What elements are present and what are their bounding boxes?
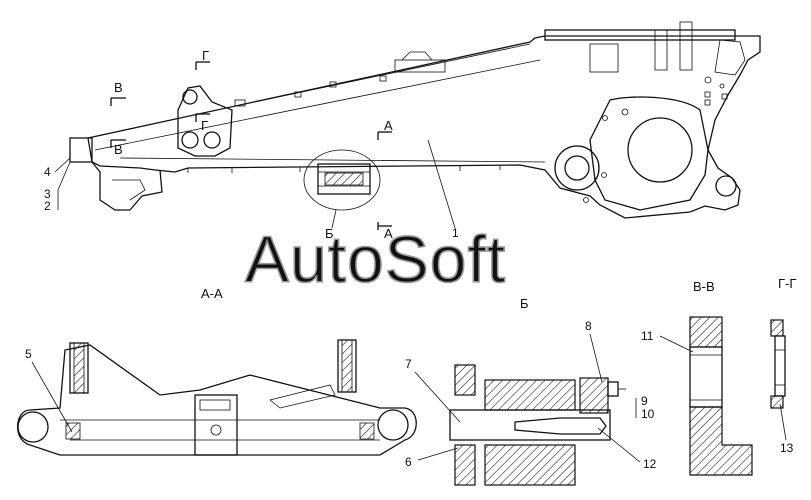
section-mark-v-bottom: В bbox=[114, 142, 123, 157]
section-gg-view: 13 bbox=[770, 319, 794, 455]
section-aa-view: 5 bbox=[16, 339, 417, 456]
section-mark-g-bottom: Г bbox=[201, 118, 208, 133]
section-mark-g-top: Г bbox=[202, 48, 209, 63]
callout-13: 13 bbox=[780, 441, 794, 455]
callout-12: 12 bbox=[643, 457, 657, 471]
callout-8: 8 bbox=[585, 319, 592, 333]
view-title-gg: Г-Г bbox=[778, 276, 796, 291]
callout-7: 7 bbox=[405, 357, 412, 371]
callout-10: 10 bbox=[641, 407, 655, 421]
watermark-text: AutoSoft bbox=[245, 222, 506, 296]
callout-9: 9 bbox=[641, 394, 648, 408]
section-mark-a-bottom: А bbox=[384, 226, 393, 241]
section-mark-a-top: А bbox=[384, 118, 393, 133]
frame-side-view bbox=[69, 21, 761, 219]
section-mark-v-top: В bbox=[114, 80, 123, 95]
callout-3: 3 bbox=[44, 187, 51, 201]
callout-5: 5 bbox=[25, 347, 32, 361]
callout-4: 4 bbox=[44, 165, 51, 179]
detail-mark-b: Б bbox=[325, 226, 334, 241]
view-title-aa: А-А bbox=[201, 286, 223, 301]
section-marks: В В Г Г А А Б bbox=[110, 48, 393, 241]
view-title-vv: В-В bbox=[693, 279, 715, 294]
callout-1: 1 bbox=[452, 226, 459, 240]
callout-11: 11 bbox=[641, 329, 654, 343]
detail-b-view: 7 6 8 9 10 12 bbox=[405, 319, 657, 486]
view-title-b: Б bbox=[520, 296, 529, 311]
callout-6: 6 bbox=[405, 455, 412, 469]
callout-2: 2 bbox=[44, 199, 51, 213]
main-view-callouts: 1 4 3 2 bbox=[44, 139, 459, 240]
section-vv-view: 11 bbox=[641, 316, 753, 476]
